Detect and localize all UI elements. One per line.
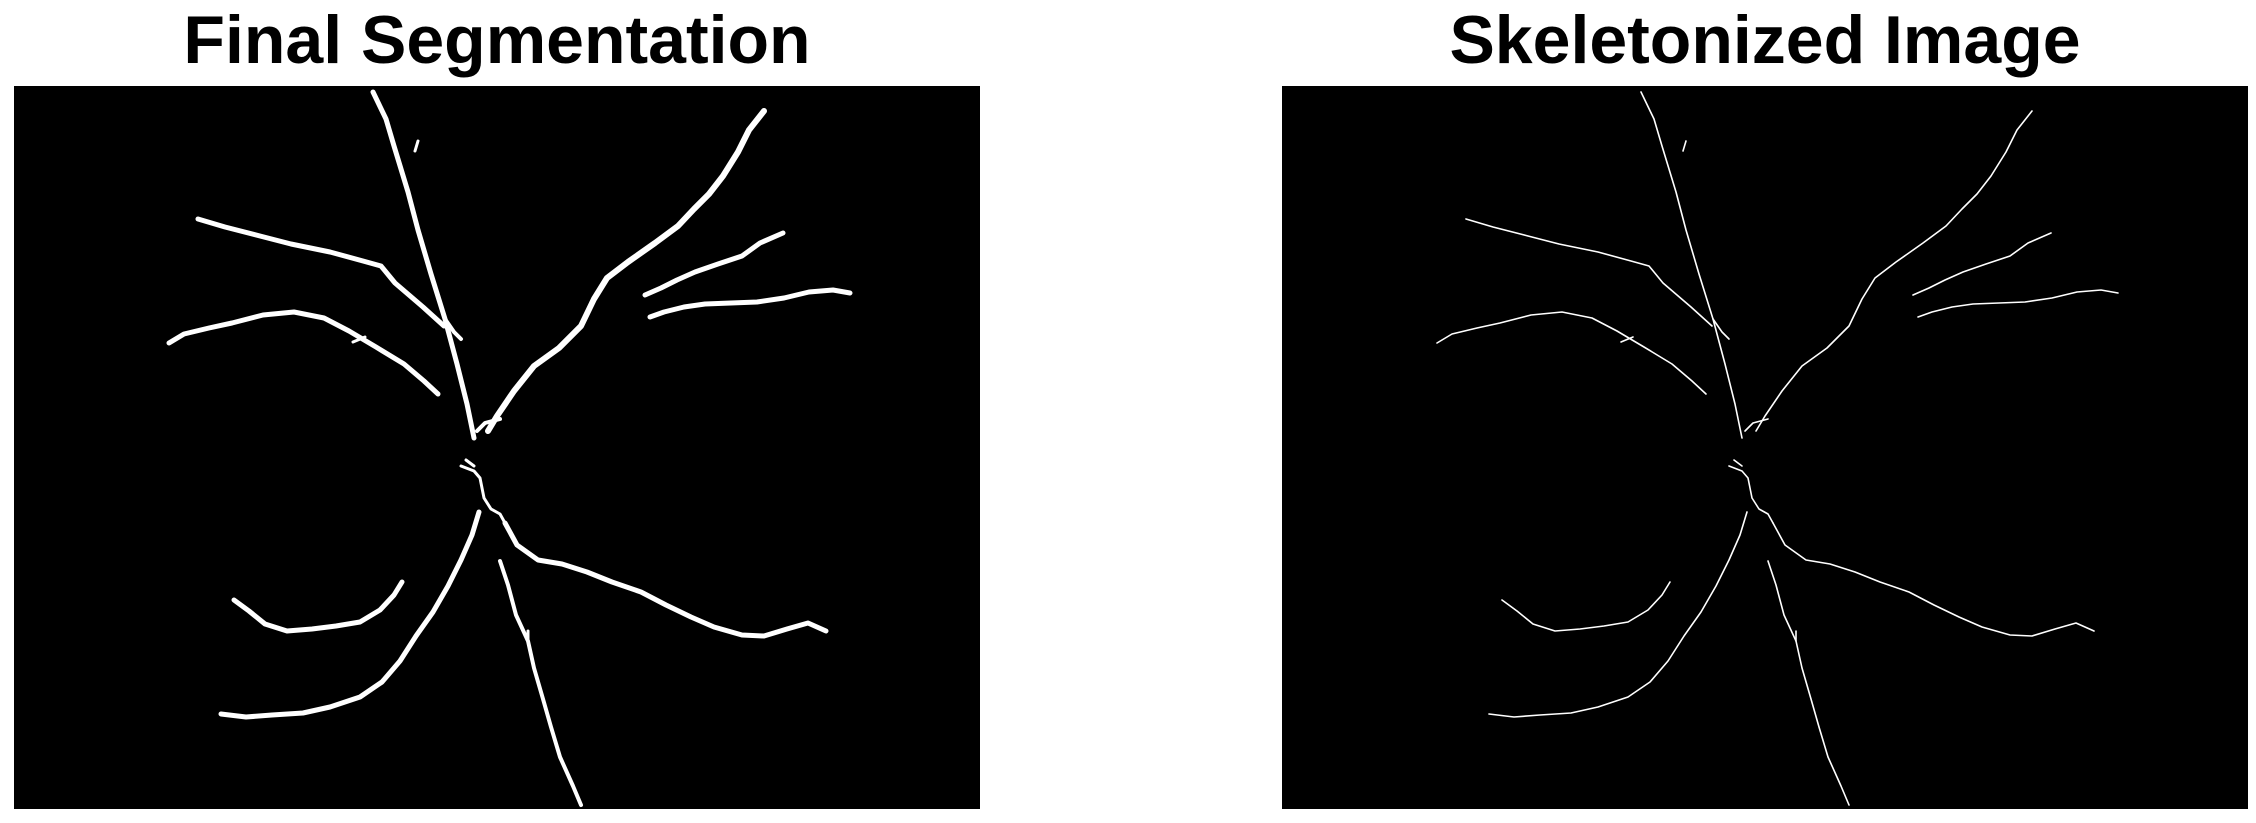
- vessel-lower-right-long: [502, 520, 829, 639]
- vessel-center-crossing: [1712, 318, 1730, 340]
- vessel-left-arc: [166, 309, 441, 397]
- vessel-upper-right-low: [1917, 289, 2119, 318]
- vessel-left-arc-stub: [1620, 336, 1634, 343]
- vessel-lower-left-arc: [1501, 581, 1671, 632]
- segmentation-vessels: [166, 89, 853, 807]
- vessel-lower-left-arc: [231, 579, 405, 634]
- vessel-top-trunk: [1640, 91, 1743, 439]
- vessel-disc-branch: [475, 417, 502, 433]
- vessel-center-crossing: [443, 317, 463, 341]
- vessel-disc-small: [459, 464, 507, 525]
- vessel-upper-right-long: [1755, 110, 2033, 432]
- vessel-top-trunk: [370, 89, 477, 441]
- vessel-upper-right-low: [647, 287, 853, 320]
- vessel-lower-center: [1767, 560, 1850, 806]
- vessel-lower-right-long: [1772, 522, 2095, 637]
- skeleton-vessels: [1436, 91, 2119, 806]
- vessel-upper-right-mid: [642, 230, 786, 298]
- vessel-disc-small: [1728, 465, 1774, 524]
- vessel-upper-left-long: [1465, 218, 1713, 327]
- segmentation-vessel-map: [166, 89, 853, 807]
- vessel-disc-stub: [1733, 459, 1743, 467]
- panel-title-final-segmentation: Final Segmentation: [183, 2, 811, 78]
- vessel-disc-stub: [464, 458, 476, 468]
- final-segmentation-image: [14, 86, 980, 809]
- vessel-left-arc-stub: [351, 335, 367, 344]
- vessel-lower-left-long: [218, 509, 482, 720]
- vessel-upper-right-long: [485, 108, 767, 434]
- vessel-top-branch-stub: [1682, 140, 1687, 152]
- vessel-lower-left-long: [1488, 511, 1748, 718]
- skeleton-vessel-map: [1436, 91, 2119, 806]
- vessel-upper-left-long: [195, 216, 447, 329]
- skeletonized-image: [1282, 86, 2248, 809]
- vessel-left-arc: [1436, 311, 1707, 395]
- vessel-upper-right-mid: [1912, 232, 2052, 296]
- vessel-top-branch-stub: [413, 139, 420, 153]
- vessel-disc-branch: [1744, 418, 1769, 432]
- panel-title-skeletonized-image: Skeletonized Image: [1449, 2, 2081, 78]
- vessel-lower-center: [498, 559, 583, 807]
